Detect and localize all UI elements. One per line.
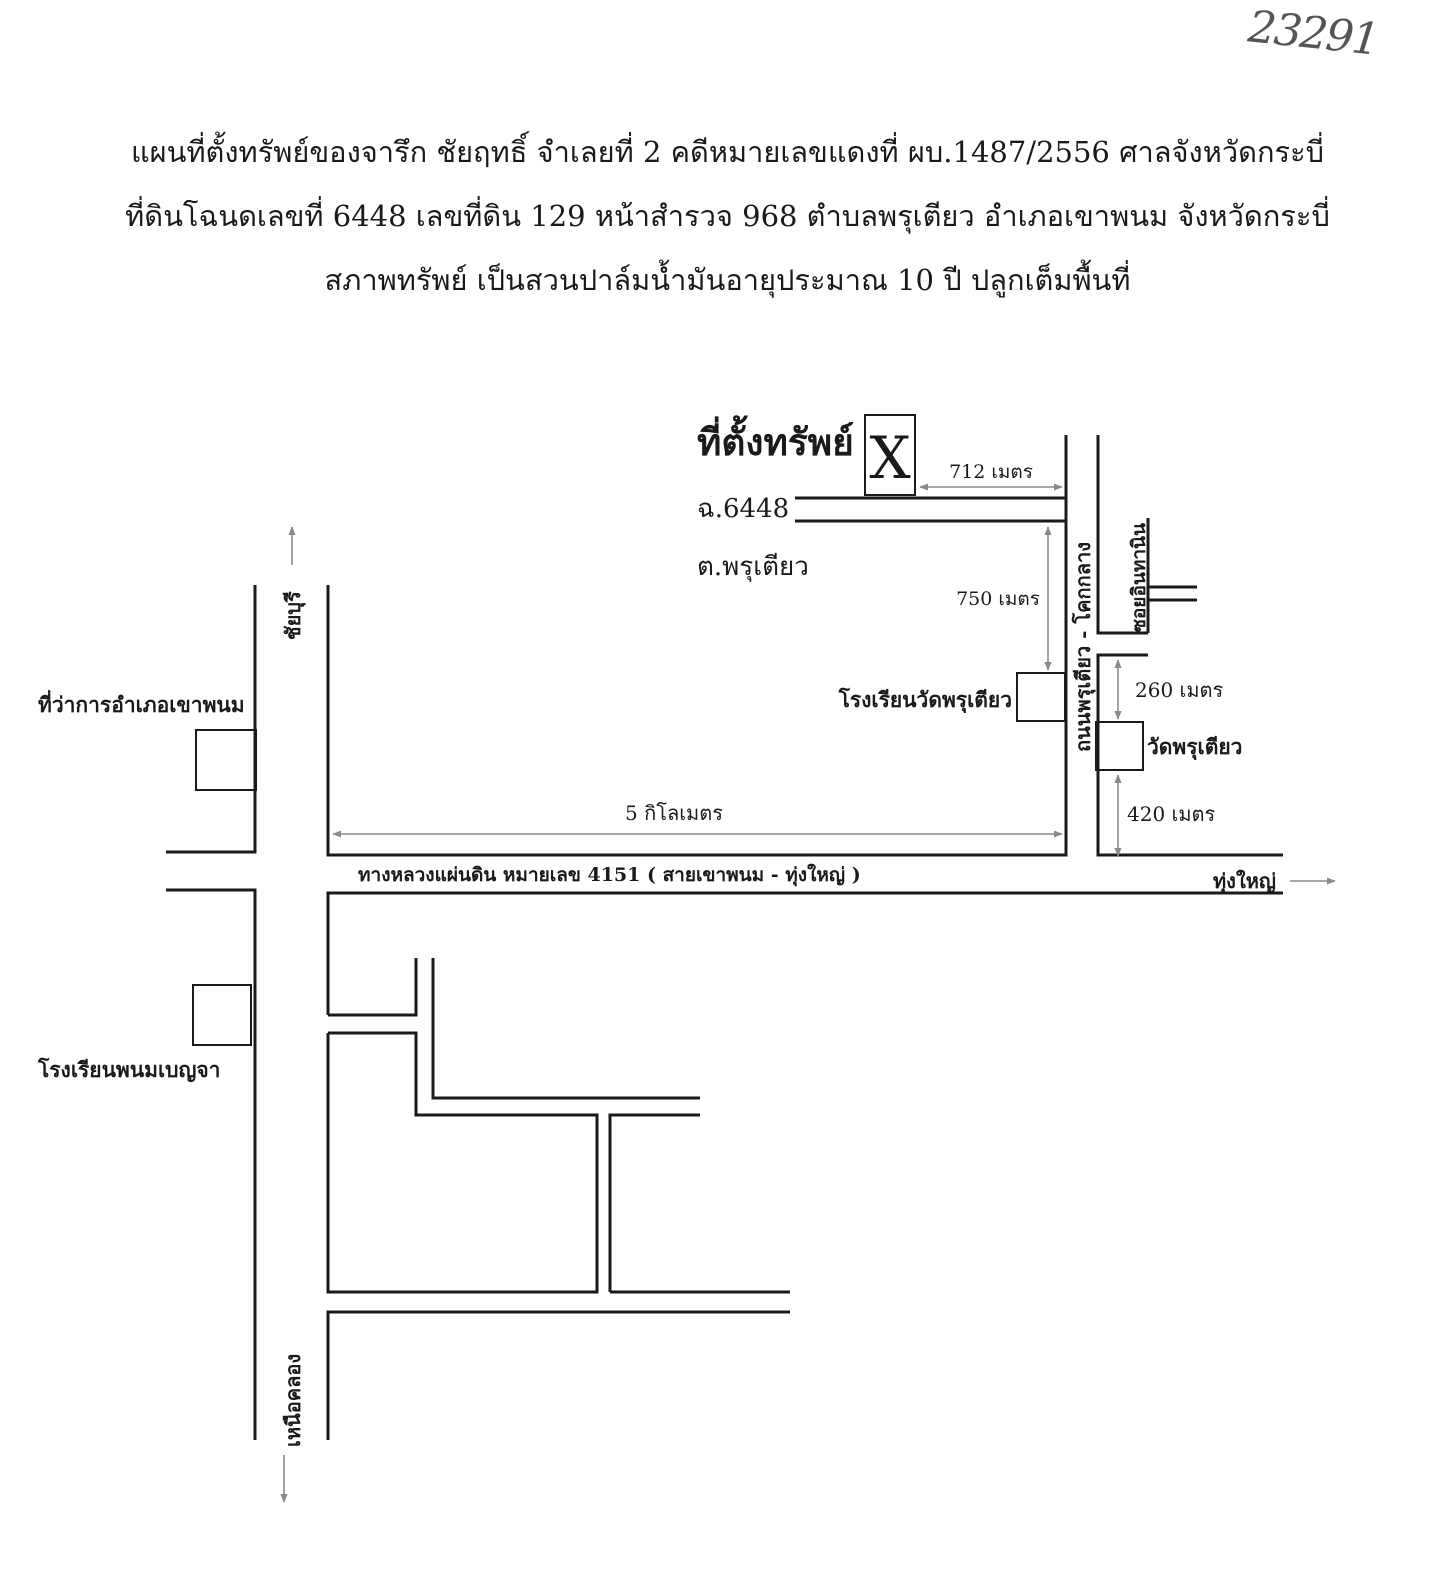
deed-number-label: ฉ.6448 xyxy=(697,494,789,524)
header-line-2: ที่ดินโฉนดเลขที่ 6448 เลขที่ดิน 129 หน้า… xyxy=(125,199,1330,233)
header-line-1: แผนที่ตั้งทรัพย์ของจารึก ชัยฤทธิ์ จำเลยท… xyxy=(130,135,1325,169)
school-panom-building xyxy=(192,984,252,1046)
highway-4151 xyxy=(326,435,1283,1015)
southern-local-roads xyxy=(326,958,790,1294)
soi-label: ซอยอินทานิน xyxy=(1128,523,1150,632)
school-temple-label: โรงเรียนวัดพรุเตียว xyxy=(838,687,1012,714)
header-line-3: สภาพทรัพย์ เป็นสวนปาล์มน้ำมันอายุประมาณ … xyxy=(324,263,1131,297)
distance-750m-label: 750 เมตร xyxy=(956,588,1040,610)
subdistrict-label: ต.พรุเตียว xyxy=(697,552,809,582)
north-direction-label: ชัยบุรี xyxy=(281,591,306,640)
school-panom-label: โรงเรียนพนมเบญจา xyxy=(37,1057,220,1083)
north-south-main-road xyxy=(166,435,1068,1440)
distance-420m-label: 420 เมตร xyxy=(1127,802,1216,826)
access-road-to-property xyxy=(795,496,1066,523)
distance-260m-label: 260 เมตร xyxy=(1135,678,1224,702)
south-direction-label: เหนือคลอง xyxy=(281,1354,305,1447)
school-temple-building xyxy=(1016,672,1066,722)
temple-label: วัดพรุเตียว xyxy=(1147,734,1242,761)
temple-building xyxy=(1095,721,1144,771)
property-marker-box xyxy=(864,414,916,496)
property-x-marker: X xyxy=(869,424,911,492)
distance-5km-label: 5 กิโลเมตร xyxy=(625,801,723,825)
soi-inthanin xyxy=(1146,518,1197,633)
document-header: แผนที่ตั้งทรัพย์ของจารึก ชัยฤทธิ์ จำเลยท… xyxy=(0,120,1455,312)
property-title: ที่ตั้งทรัพย์ xyxy=(697,415,854,464)
distance-712m-label: 712 เมตร xyxy=(949,461,1033,483)
district-office-label: ที่ว่าการอำเภอเขาพนม xyxy=(38,689,245,717)
highway-label: ทางหลวงแผ่นดิน หมายเลข 4151 ( สายเขาพนม … xyxy=(358,863,861,887)
vertical-road-label: ถนนพรุเตียว - โคกกลาง xyxy=(1071,542,1096,752)
east-direction-label: ทุ่งใหญ่ xyxy=(1213,869,1276,894)
district-office-building xyxy=(195,729,257,791)
